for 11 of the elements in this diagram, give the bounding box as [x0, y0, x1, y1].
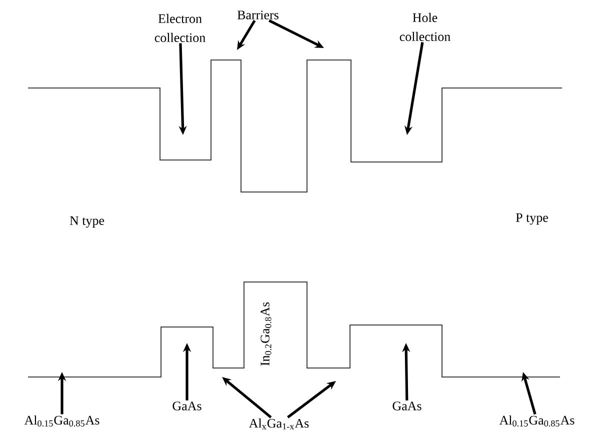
layer-label: P type: [516, 213, 548, 225]
material-label: Al$_{0.15}$Ga$_{0.85}$As: [24, 415, 100, 427]
material-label: GaAs: [172, 402, 202, 410]
layer-label: In$_{0.2}$Ga$_{0.8}$As: [260, 302, 272, 366]
material-label: GaAs: [392, 402, 422, 410]
material-label: Al$_{0.15}$Ga$_{0.85}$As: [499, 415, 574, 427]
material-label: Electron collection: [154, 14, 206, 42]
material-label: Hole collection: [400, 12, 450, 42]
material-label: Al$_{x}$Ga$_{1-x}$As: [248, 418, 309, 430]
material-label: Barriers: [237, 10, 278, 20]
layer-label: N type: [70, 216, 104, 228]
